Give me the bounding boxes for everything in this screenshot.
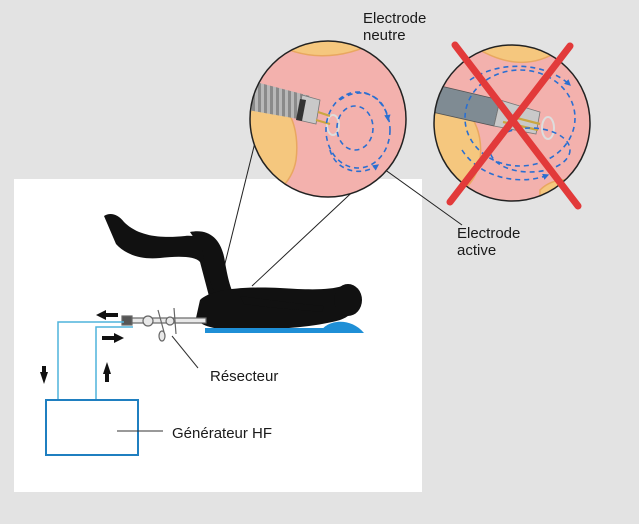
label-resecteur: Résecteur: [210, 368, 279, 385]
patient-silhouette: [104, 214, 362, 330]
label-leaders: [117, 335, 199, 432]
magnified-circle-left: [249, 40, 407, 198]
label-electrode-neutre: Electrode neutre: [363, 10, 426, 44]
flow-direction-arrows: [40, 310, 124, 384]
label-electrode-active-line1: Electrode: [457, 225, 521, 242]
resector-instrument: [121, 307, 207, 342]
operating-table: [205, 328, 357, 333]
label-generateur-hf: Générateur HF: [172, 425, 273, 442]
label-electrode-neutre-line1: Electrode: [363, 10, 427, 27]
label-electrode-active-line2: active: [457, 242, 497, 259]
magnified-circle-right: [433, 44, 591, 202]
neutral-pad: [320, 321, 364, 333]
label-electrode-active: Electrode active: [457, 225, 520, 259]
hf-wires: [57, 321, 133, 400]
red-cross: [446, 41, 582, 210]
label-electrode-neutre-line2: neutre: [363, 27, 406, 44]
hf-generator-box: [45, 399, 139, 456]
current-flow-arrows: [325, 91, 391, 173]
